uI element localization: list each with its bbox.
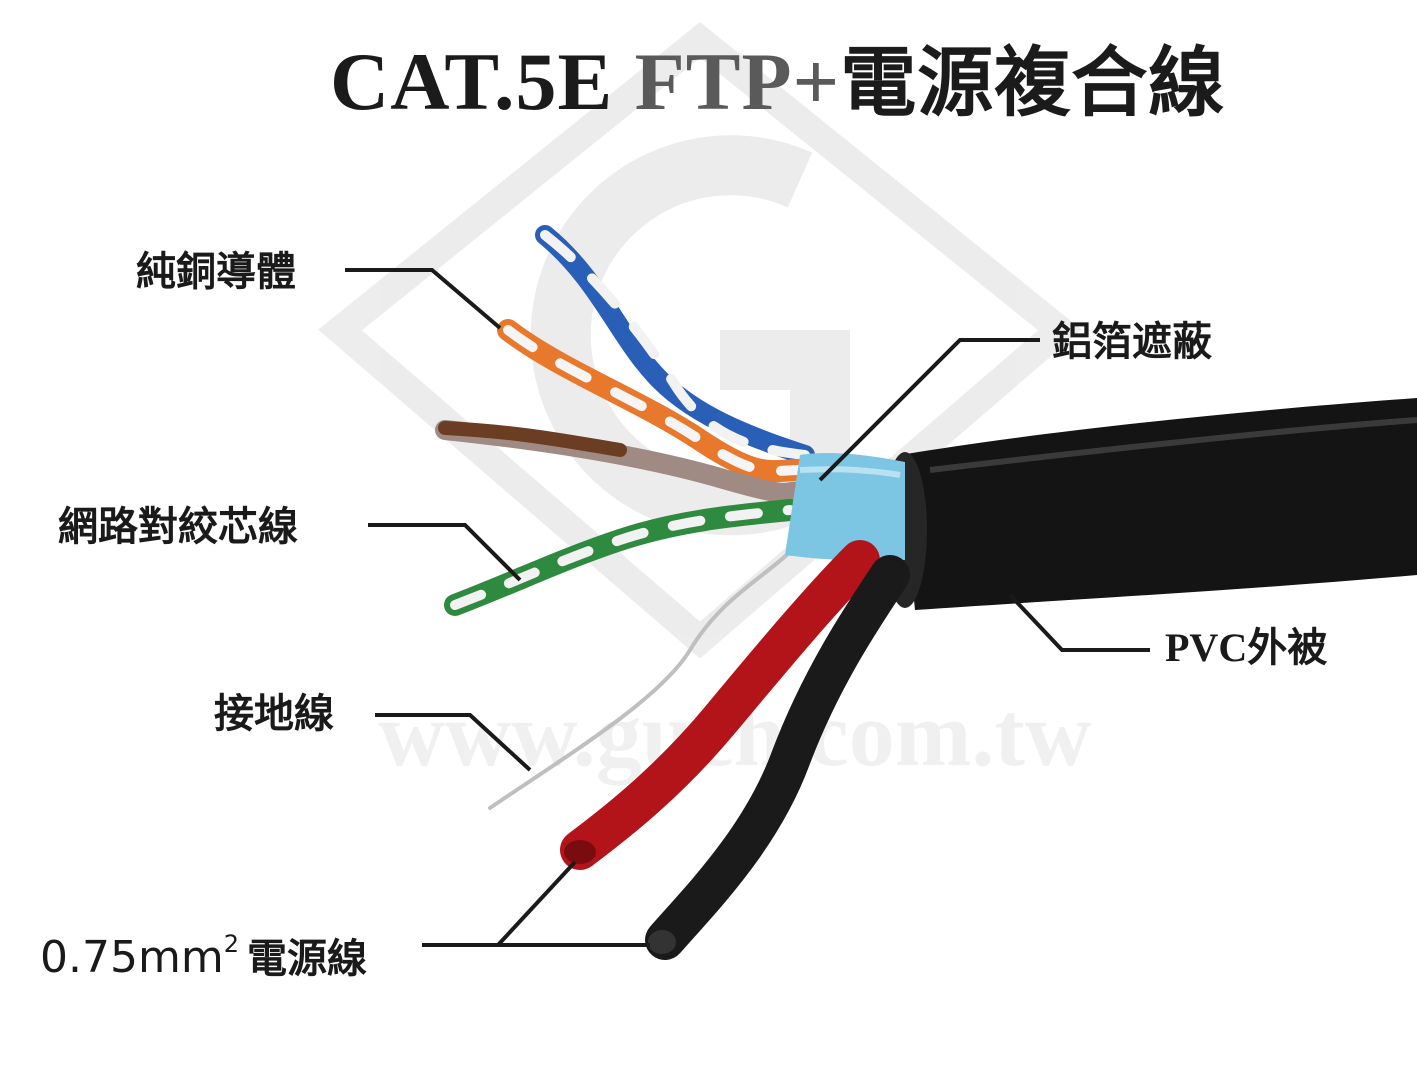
leader-pairs (368, 523, 522, 582)
foil-shield (785, 452, 905, 561)
title-model: CAT.5E (330, 36, 614, 127)
leader-copper (345, 268, 502, 330)
leader-lines (345, 268, 1150, 947)
leader-ground (375, 713, 532, 772)
title-shield: FTP+ (634, 36, 841, 127)
label-ground-wire: 接地線 (214, 691, 334, 737)
leader-jacket (1008, 593, 1150, 652)
black-power-core (645, 555, 910, 960)
power-name: 電源線 (246, 936, 367, 982)
green-pair (444, 499, 801, 616)
title-name: 電源複合線 (840, 38, 1226, 127)
pvc-jacket (900, 398, 1417, 610)
label-foil-shield: 鋁箔遮蔽 (1052, 319, 1212, 365)
label-pvc-jacket: PVC外被 (1165, 625, 1328, 670)
label-twisted-pairs: 網路對絞芯線 (58, 504, 298, 550)
page-title: CAT.5E FTP+電源複合線 (330, 34, 1225, 131)
power-exponent: 2 (223, 930, 239, 958)
orange-pair (497, 319, 811, 483)
red-power-core (560, 540, 880, 870)
blue-pair (535, 225, 815, 465)
leader-foil (818, 338, 1040, 482)
ground-wire (488, 550, 792, 810)
leader-power-branch (496, 860, 577, 947)
label-copper-conductor: 純銅導體 (136, 249, 296, 295)
brown-pair (435, 420, 810, 503)
power-size: 0.75mm (40, 932, 224, 983)
